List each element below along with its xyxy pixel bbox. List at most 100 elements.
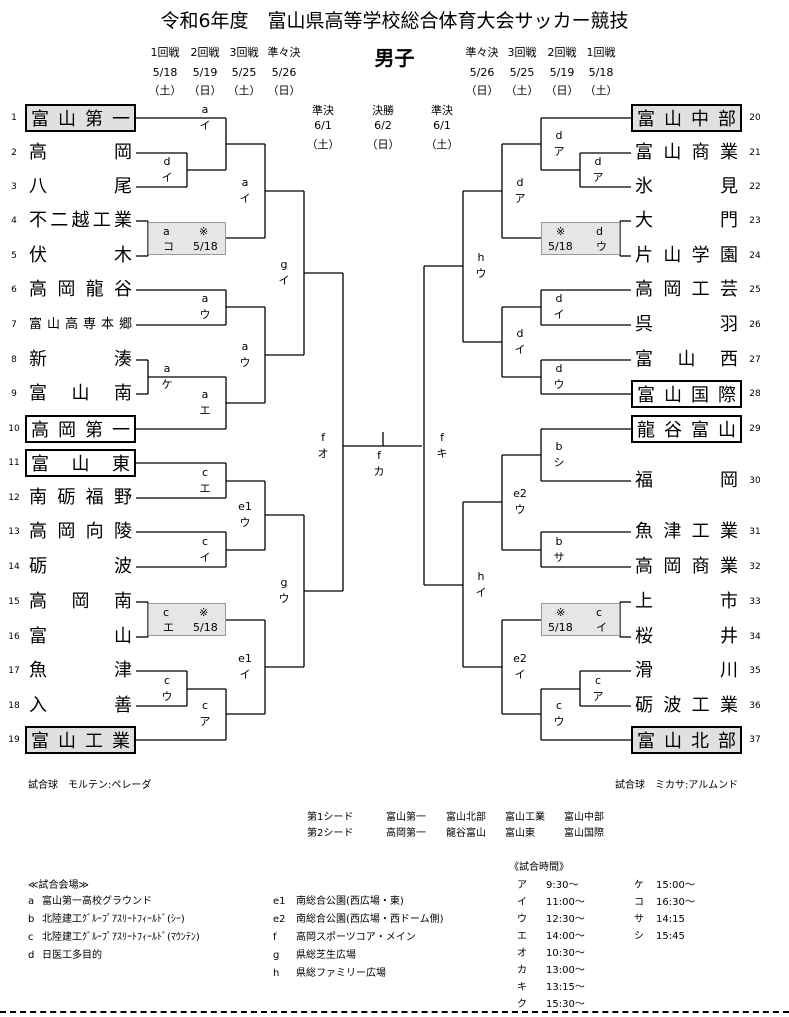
team-24: 片山学園 xyxy=(635,245,738,266)
time-col1-code-3: ウ xyxy=(517,914,527,925)
seed-2-team-4: 富山国際 xyxy=(564,828,604,839)
match-time-8: ウ xyxy=(239,356,251,369)
time-col1-value-7: 13:15～ xyxy=(546,982,585,993)
time-col1-value-4: 14:00～ xyxy=(546,931,585,942)
match-time-13: ウ xyxy=(278,592,290,605)
team-number-9: 9 xyxy=(11,389,17,399)
team-number-20: 20 xyxy=(749,113,761,123)
match-venue-23: d xyxy=(516,327,524,340)
venue-col1-value-2: 北陸建工ｸﾞﾙｰﾌﾟｱｽﾘｰﾄﾌｨｰﾙﾄﾞ(ｼｰ) xyxy=(42,914,185,925)
match-time-11: イ xyxy=(199,551,211,564)
page-subtitle: 男子 xyxy=(374,46,415,70)
time-col1-value-1: 9:30～ xyxy=(546,880,579,891)
time-col1-code-4: エ xyxy=(517,931,527,942)
center-date-3: 6/1 xyxy=(433,119,451,132)
team-3: 八尾 xyxy=(29,176,132,197)
match-venue-29: h xyxy=(477,570,485,583)
team-1: 富山第一 xyxy=(25,104,136,132)
team-20: 富山中部 xyxy=(631,104,742,132)
team-12: 南砺福野 xyxy=(29,487,132,508)
match-time-26: シ xyxy=(553,456,565,469)
first-round-match-left-1: a ※ コ 5/18 xyxy=(148,222,226,255)
venue-col2-value-4: 県総芝生広場 xyxy=(296,950,356,961)
seed-2-team-2: 龍谷富山 xyxy=(446,828,486,839)
match-time-16: ア xyxy=(199,715,211,728)
seed-2-label: 第2シード xyxy=(307,828,354,839)
team-number-18: 18 xyxy=(8,701,20,711)
match-time-10: エ xyxy=(199,482,211,495)
venue-col2-code-1: e1 xyxy=(273,896,286,907)
team-number-36: 36 xyxy=(749,701,761,711)
times-title: 《試合時間》 xyxy=(509,862,569,873)
team-21: 富山商業 xyxy=(635,142,738,163)
team-number-28: 28 xyxy=(749,389,761,399)
match-time-9: オ xyxy=(317,447,329,460)
round-date-left-1: 5/18 xyxy=(152,66,178,79)
team-number-21: 21 xyxy=(749,148,761,158)
team-4: 不二越工業 xyxy=(29,210,132,231)
first-round-match-left-2: c ※ エ 5/18 xyxy=(148,603,226,636)
team-35: 滑川 xyxy=(635,660,738,681)
venue-col1-value-4: 日医工多目的 xyxy=(42,950,102,961)
team-9: 富山南 xyxy=(29,383,132,404)
match-venue-20: d xyxy=(516,176,524,189)
match-venue-3: a xyxy=(241,176,249,189)
team-number-30: 30 xyxy=(749,476,761,486)
venues-title: ≪試合会場≫ xyxy=(28,880,89,891)
match-time-18: ア xyxy=(553,145,565,158)
match-venue-1: a xyxy=(201,103,209,116)
team-28: 富山国際 xyxy=(631,380,742,408)
team-14: 砺波 xyxy=(29,556,132,577)
team-number-37: 37 xyxy=(749,735,761,745)
venue-col1-code-4: d xyxy=(28,950,35,961)
match-time-4: イ xyxy=(278,274,290,287)
match-time-12: ウ xyxy=(239,516,251,529)
round-date-right-2: 5/25 xyxy=(509,66,535,79)
round-header-right-1: 準々決 xyxy=(465,46,499,59)
match-time-31: ア xyxy=(592,690,604,703)
team-number-16: 16 xyxy=(8,632,20,642)
seed-2-team-1: 高岡第一 xyxy=(386,828,426,839)
match-time-29: イ xyxy=(475,586,487,599)
venue-col2-code-2: e2 xyxy=(273,914,286,925)
team-8: 新湊 xyxy=(29,349,132,370)
team-15: 高岡南 xyxy=(29,591,132,612)
team-number-11: 11 xyxy=(8,458,20,468)
center-header-2: 決勝 xyxy=(372,104,394,117)
time-col1-value-8: 15:30～ xyxy=(546,999,585,1010)
round-date-right-1: 5/26 xyxy=(469,66,495,79)
team-number-4: 4 xyxy=(11,216,17,226)
match-time-22: イ xyxy=(553,308,565,321)
match-time-17: カ xyxy=(373,465,385,478)
center-day-2: （日） xyxy=(366,138,400,151)
team-22: 氷見 xyxy=(635,176,738,197)
match-venue-21: h xyxy=(477,251,485,264)
time-col1-value-3: 12:30～ xyxy=(546,914,585,925)
match-venue-7: a xyxy=(201,388,209,401)
round-day-left-4: （日） xyxy=(267,84,301,97)
round-date-left-2: 5/19 xyxy=(192,66,218,79)
match-venue-26: b xyxy=(555,440,563,453)
center-day-3: （土） xyxy=(425,138,459,151)
match-time-2: イ xyxy=(161,171,173,184)
team-number-35: 35 xyxy=(749,666,761,676)
match-venue-19: d xyxy=(594,155,602,168)
match-time-15: ウ xyxy=(161,690,173,703)
time-col2-code-3: サ xyxy=(634,914,644,925)
team-number-31: 31 xyxy=(749,527,761,537)
time-col1-code-1: ア xyxy=(517,880,527,891)
match-time-30: イ xyxy=(514,668,526,681)
match-venue-27: e2 xyxy=(513,487,527,500)
match-venue-31: c xyxy=(594,674,602,687)
venue-col1-code-3: c xyxy=(28,932,34,943)
team-number-29: 29 xyxy=(749,424,761,434)
match-venue-28: b xyxy=(555,535,563,548)
match-time-1: イ xyxy=(199,119,211,132)
team-number-10: 10 xyxy=(8,424,20,434)
round-day-left-2: （日） xyxy=(188,84,222,97)
match-time-24: ウ xyxy=(553,378,565,391)
team-16: 富山 xyxy=(29,626,132,647)
round-day-right-3: （日） xyxy=(545,84,579,97)
team-number-14: 14 xyxy=(8,562,20,572)
